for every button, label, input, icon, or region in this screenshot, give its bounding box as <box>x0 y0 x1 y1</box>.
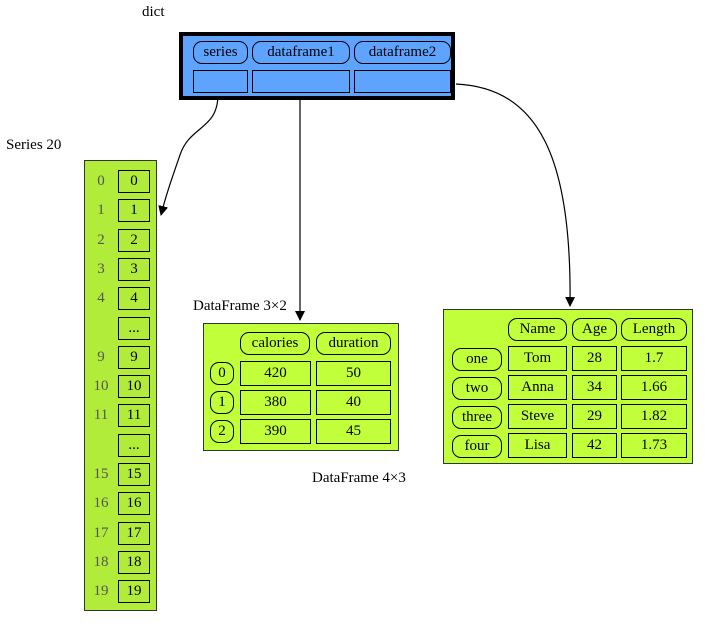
df2-cell[interactable]: Steve <box>508 404 567 429</box>
dict-node[interactable]: series dataframe1 dataframe2 <box>179 32 455 100</box>
dict-value-dataframe1-port[interactable] <box>252 70 350 93</box>
df1-cell[interactable]: 420 <box>240 361 311 386</box>
series-row-value[interactable]: 11 <box>118 404 150 428</box>
df1-row-index[interactable]: 1 <box>210 391 234 414</box>
series-row-index: 9 <box>97 348 105 365</box>
df2-cell[interactable]: Anna <box>508 375 567 400</box>
df2-cell[interactable]: Tom <box>508 346 567 371</box>
dict-key-dataframe1[interactable]: dataframe1 <box>252 41 350 64</box>
series-row-index: 10 <box>93 378 109 395</box>
series-row-value[interactable]: ... <box>118 316 150 340</box>
series-row-index: 3 <box>97 260 105 277</box>
df2-cell[interactable]: Lisa <box>508 433 567 458</box>
df2-cell[interactable]: 1.73 <box>621 433 687 458</box>
series-row-value[interactable]: ... <box>118 433 150 457</box>
series-row-index: 11 <box>93 407 109 424</box>
df2-row-index[interactable]: three <box>452 406 502 429</box>
series-row-index: 16 <box>93 495 109 512</box>
dataframe2-title: DataFrame 4×3 <box>312 470 406 486</box>
series-row-value[interactable]: 1 <box>118 199 150 223</box>
df2-column-header[interactable]: Name <box>508 318 567 341</box>
dataframe1-title: DataFrame 3×2 <box>193 298 287 314</box>
series-row-value[interactable]: 18 <box>118 550 150 574</box>
df1-cell[interactable]: 50 <box>316 361 391 386</box>
df1-row-index[interactable]: 2 <box>210 420 234 443</box>
dict-value-series-port[interactable] <box>193 70 248 93</box>
df2-row-index[interactable]: two <box>452 377 502 400</box>
df1-cell[interactable]: 40 <box>316 390 391 415</box>
series-row-index: 17 <box>93 524 109 541</box>
df2-cell[interactable]: 28 <box>572 346 617 371</box>
series-row-value[interactable]: 2 <box>118 228 150 252</box>
series-row-index: 18 <box>93 553 109 570</box>
series-row-index: 2 <box>97 231 105 248</box>
series-row-index: 4 <box>97 290 105 307</box>
df1-column-header[interactable]: calories <box>240 332 310 355</box>
series-row-value[interactable]: 9 <box>118 345 150 369</box>
df2-cell[interactable]: 34 <box>572 375 617 400</box>
series-row-value[interactable]: 17 <box>118 521 150 545</box>
df2-column-header[interactable]: Age <box>572 318 617 341</box>
series-row-index: 19 <box>93 583 109 600</box>
series-row-index: 0 <box>97 173 105 189</box>
df1-cell[interactable]: 45 <box>316 419 391 444</box>
series-row-value[interactable]: 3 <box>118 257 150 281</box>
series-row-index: 1 <box>97 202 105 219</box>
df2-cell[interactable]: 42 <box>572 433 617 458</box>
series-row-value[interactable]: 19 <box>118 580 150 604</box>
series-row-value[interactable]: 0 <box>118 170 150 193</box>
series-title: Series 20 <box>6 137 62 153</box>
edge-dict-to-series <box>158 93 219 216</box>
series-row-value[interactable]: 15 <box>118 463 150 486</box>
df2-cell[interactable]: 1.82 <box>621 404 687 429</box>
series-row-value[interactable]: 4 <box>118 287 150 311</box>
df1-cell[interactable]: 390 <box>240 419 311 444</box>
df2-cell[interactable]: 1.7 <box>621 346 687 371</box>
dict-key-dataframe2[interactable]: dataframe2 <box>354 41 451 64</box>
df2-row-index[interactable]: four <box>452 435 502 458</box>
edge-dict-to-dataframe2 <box>455 83 576 307</box>
df1-column-header[interactable]: duration <box>316 332 391 355</box>
dict-value-dataframe2-port[interactable] <box>354 70 451 93</box>
series-row-index: 15 <box>93 466 109 482</box>
dataframe1-node[interactable]: calories duration 0 420 50 1 380 40 2 39… <box>203 323 399 451</box>
series-row-value[interactable]: 16 <box>118 492 150 516</box>
df1-row-index[interactable]: 0 <box>210 362 234 385</box>
df2-row-index[interactable]: one <box>452 348 502 371</box>
df2-cell[interactable]: 1.66 <box>621 375 687 400</box>
dataframe2-node[interactable]: Name Age Length one Tom 28 1.7 two Anna … <box>443 309 693 464</box>
df2-column-header[interactable]: Length <box>621 318 687 341</box>
df1-cell[interactable]: 380 <box>240 390 311 415</box>
dict-title: dict <box>142 4 165 20</box>
dict-key-series[interactable]: series <box>193 41 248 64</box>
df2-cell[interactable]: 29 <box>572 404 617 429</box>
series-row-value[interactable]: 10 <box>118 375 150 399</box>
